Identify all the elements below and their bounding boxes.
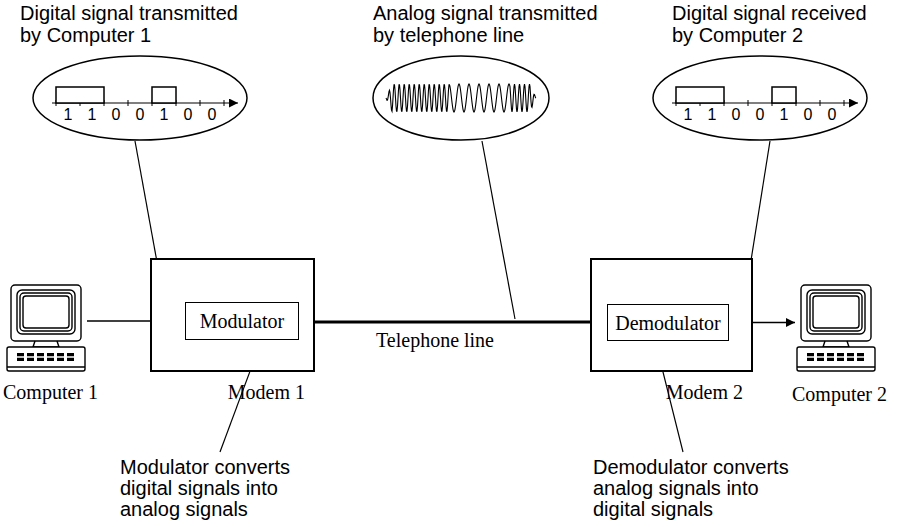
process-box: Modulator: [185, 302, 299, 340]
bit-value: 1: [82, 106, 102, 124]
axis-tick: [844, 100, 845, 106]
computer-icon: [5, 283, 87, 375]
computer-node: Computer 2: [795, 283, 877, 375]
analog-waveform: [386, 84, 536, 112]
computer-label: Computer 1: [3, 380, 98, 404]
computer-icon: [795, 283, 877, 375]
bit-value: 0: [130, 106, 150, 124]
bit-value: 0: [726, 106, 746, 124]
callout-ellipse: [372, 55, 550, 141]
process-label: Modulator: [200, 309, 284, 333]
callout-heading: Digital signal received by Computer 2: [672, 2, 877, 46]
signal-pulse: [676, 87, 724, 103]
bit-value: 1: [58, 106, 78, 124]
bit-value: 0: [178, 106, 198, 124]
process-box: Demodulator: [607, 304, 729, 341]
callout-ellipse: [32, 55, 248, 141]
bit-value: 1: [678, 106, 698, 124]
key-gap: [807, 356, 864, 358]
callout-ellipse-node: Digital signal transmitted by Computer 1…: [32, 55, 248, 141]
key-gap: [17, 356, 74, 358]
modem-box: Modem 2Demodulator: [590, 258, 753, 372]
signal-pulse: [56, 87, 104, 103]
axis-tick: [128, 100, 129, 106]
signal-pulse: [772, 87, 796, 103]
callout-ellipse-node: Digital signal received by Computer 2110…: [652, 55, 868, 141]
monitor-stand: [33, 341, 59, 347]
axis-tick: [200, 100, 201, 106]
callout-heading: Digital signal transmitted by Computer 1: [20, 2, 248, 46]
modem-box: Modem 1Modulator: [150, 258, 315, 372]
screen-line: [810, 293, 862, 331]
callout-heading: Analog signal transmitted by telephone l…: [373, 2, 608, 46]
computer-strokes: [7, 285, 85, 371]
keyboard-base: [797, 347, 875, 371]
screen-line: [20, 293, 72, 331]
screen-line: [813, 296, 859, 328]
ellipse-outline: [33, 56, 247, 140]
monitor-stand: [823, 341, 849, 347]
bit-value: 0: [750, 106, 770, 124]
axis-tick: [224, 100, 225, 106]
monitor-case: [801, 285, 871, 341]
ellipse-outline: [373, 56, 549, 140]
computer-label: Computer 2: [792, 382, 887, 406]
computer-node: Computer 1: [5, 283, 87, 375]
ellipse-outline: [653, 56, 867, 140]
keyboard-edge: [797, 366, 875, 367]
callout-note: Demodulator converts analog signals into…: [593, 457, 798, 520]
bit-value: 0: [822, 106, 842, 124]
bit-value: 1: [154, 106, 174, 124]
computer-strokes: [797, 285, 875, 371]
bit-value: 1: [702, 106, 722, 124]
bit-value: 1: [774, 106, 794, 124]
keyboard-base: [7, 347, 85, 371]
process-label: Demodulator: [615, 311, 721, 335]
axis-tick: [748, 100, 749, 106]
callout-ellipse-node: Analog signal transmitted by telephone l…: [372, 55, 550, 141]
bit-value: 0: [798, 106, 818, 124]
edge-label: Telephone line: [374, 329, 496, 351]
callout-note: Modulator converts digital signals into …: [120, 457, 305, 520]
bit-value: 0: [202, 106, 222, 124]
monitor-screen: [17, 290, 75, 334]
monitor-case: [11, 285, 81, 341]
callout-ellipse: [652, 55, 868, 141]
monitor-screen: [807, 290, 865, 334]
leader-line: [482, 141, 515, 319]
signal-pulse: [152, 87, 176, 103]
screen-line: [23, 296, 69, 328]
modem-label: Modem 1: [228, 380, 305, 404]
axis-tick: [820, 100, 821, 106]
modem-label: Modem 2: [666, 380, 743, 404]
bit-value: 0: [106, 106, 126, 124]
keyboard-edge: [7, 366, 85, 367]
connector-line: [299, 321, 607, 324]
